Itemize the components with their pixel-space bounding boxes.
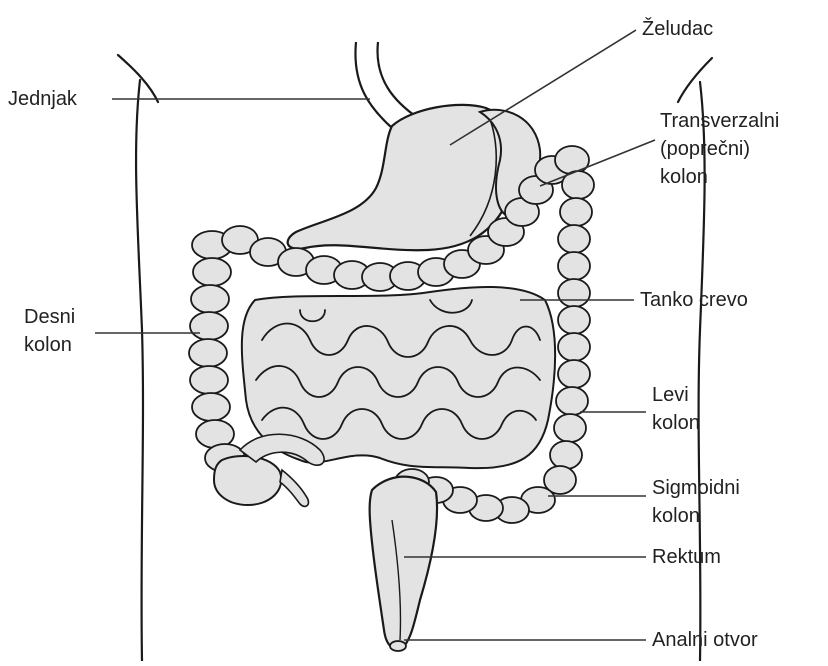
label-transverzalni-line3: kolon — [660, 166, 708, 189]
label-desni-line1: Desni — [24, 306, 75, 329]
label-transverzalni-line2: (poprečni) — [660, 138, 750, 161]
label-levi-line1: Levi — [652, 384, 689, 407]
appendix — [280, 470, 308, 506]
label-sigmoidni-line2: kolon — [652, 505, 700, 528]
label-jednjak: Jednjak — [8, 88, 77, 111]
label-analni-otvor: Analni otvor — [652, 629, 758, 652]
label-sigmoidni-line1: Sigmoidni — [652, 477, 740, 500]
label-levi-line2: kolon — [652, 412, 700, 435]
stomach — [288, 105, 517, 250]
cecum — [214, 456, 281, 505]
ascending-colon — [189, 231, 245, 472]
label-zeludac: Želudac — [642, 18, 713, 41]
rectum — [370, 477, 437, 650]
label-desni-line2: kolon — [24, 334, 72, 357]
label-rektum: Rektum — [652, 546, 721, 569]
anus — [390, 641, 406, 651]
label-tanko-crevo: Tanko crevo — [640, 289, 748, 312]
label-transverzalni-line1: Transverzalni — [660, 110, 779, 133]
